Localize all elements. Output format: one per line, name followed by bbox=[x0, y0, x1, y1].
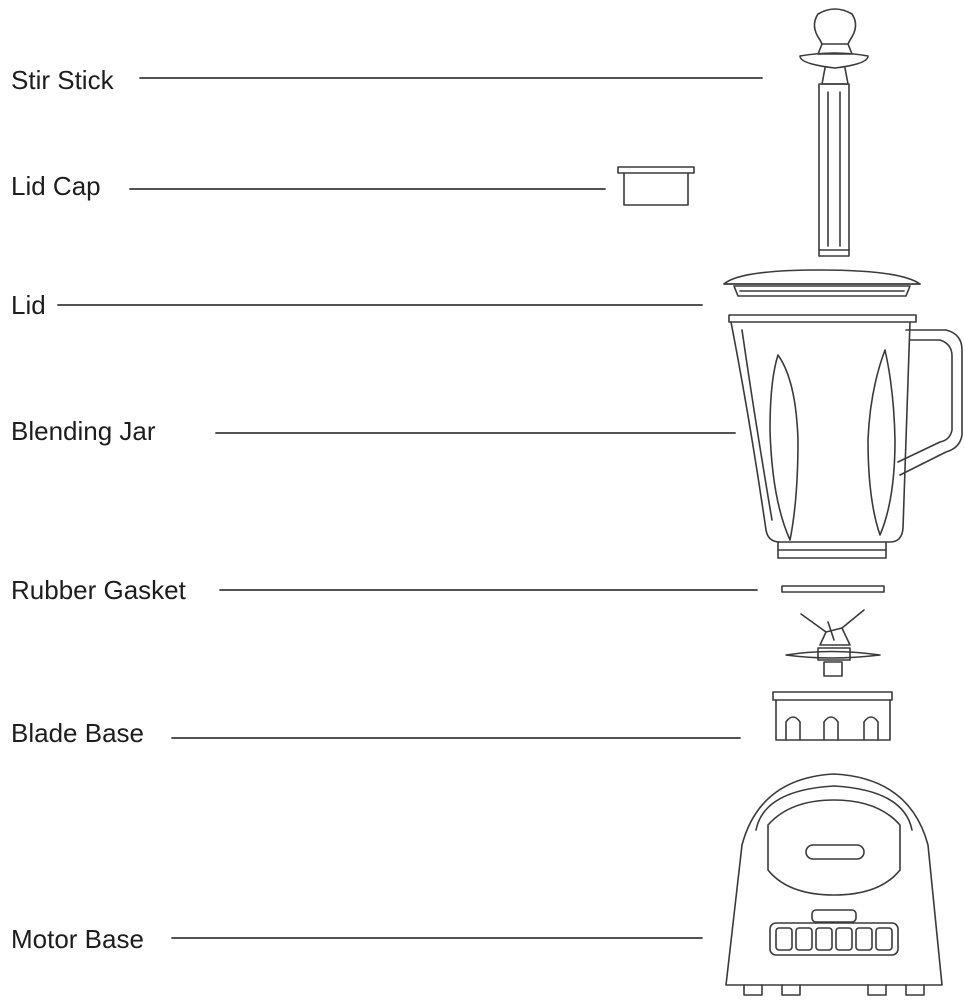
label-blending-jar: Blending Jar bbox=[11, 416, 156, 446]
blade-assembly-illustration bbox=[786, 610, 880, 676]
label-lid-cap: Lid Cap bbox=[11, 171, 101, 201]
motor-base-illustration bbox=[726, 774, 942, 995]
leader-lines bbox=[58, 78, 762, 938]
lid-illustration bbox=[724, 270, 920, 296]
label-rubber-gasket: Rubber Gasket bbox=[11, 575, 186, 605]
brand-badge bbox=[806, 845, 864, 859]
label-lid: Lid bbox=[11, 290, 46, 320]
lid-cap-illustration bbox=[618, 167, 694, 205]
label-stir-stick: Stir Stick bbox=[11, 65, 114, 95]
label-motor-base: Motor Base bbox=[11, 924, 144, 954]
rubber-gasket-illustration bbox=[782, 586, 884, 592]
stir-stick-illustration bbox=[800, 9, 868, 256]
control-buttons bbox=[776, 928, 892, 950]
label-blade-base: Blade Base bbox=[11, 718, 144, 748]
blending-jar-illustration bbox=[729, 315, 962, 558]
blade-base-illustration bbox=[773, 692, 892, 740]
